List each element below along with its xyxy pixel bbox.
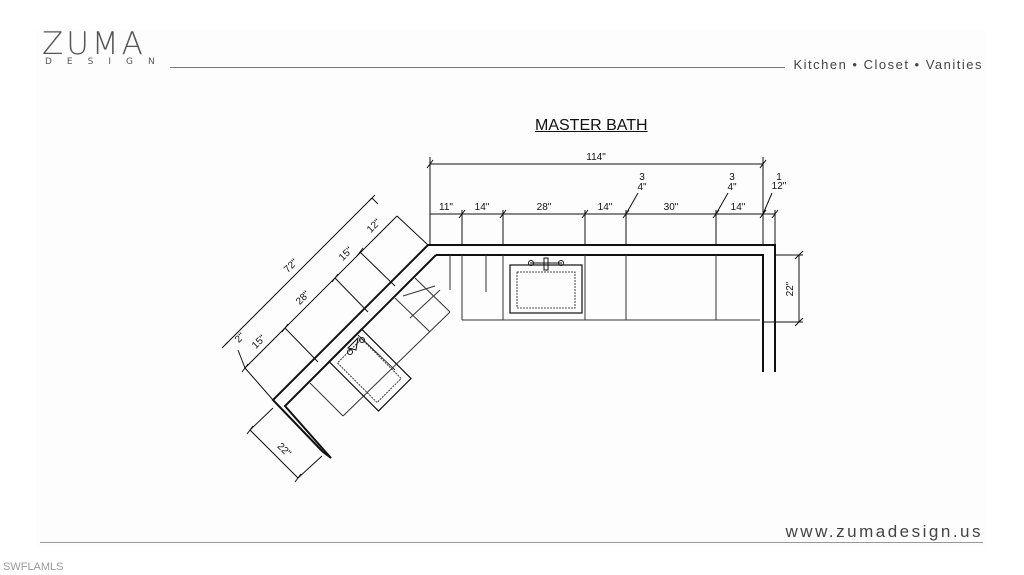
dim-overall-straight: 114" xyxy=(586,152,606,163)
angled-vanity xyxy=(271,244,451,459)
dim-straight-5: 30" xyxy=(664,202,679,213)
footer-rule xyxy=(40,542,983,543)
mls-watermark: SWFLAMLS xyxy=(3,561,64,573)
dim-fraction-1-denominator: 4" xyxy=(637,182,647,193)
dim-angled-4: 15" xyxy=(250,333,268,351)
dim-angled-5: 2" xyxy=(233,331,248,346)
dim-depth-straight: 22" xyxy=(785,281,796,296)
dim-straight-4: 14" xyxy=(598,202,613,213)
dim-fraction-1-numerator: 3 xyxy=(639,172,645,183)
dimension-labels-straight: 114" 11" 14" 28" 14" 3 4" 30" 3 4" 14" 1… xyxy=(439,152,796,296)
brand-logo-subtitle: DESIGN xyxy=(45,57,170,67)
dim-straight-6: 14" xyxy=(731,202,746,213)
website-url: www.zumadesign.us xyxy=(785,522,983,541)
sink-straight xyxy=(509,257,583,314)
dimension-lines-straight xyxy=(426,157,804,327)
dim-fraction-2-numerator: 3 xyxy=(729,172,735,183)
dim-straight-1: 11" xyxy=(439,202,453,213)
dim-fraction-2-denominator: 4" xyxy=(727,182,737,193)
drawing-sheet xyxy=(36,30,986,547)
drawing-title: MASTER BATH xyxy=(535,117,648,134)
header-rule xyxy=(170,67,785,68)
dim-fraction-3-numerator: 1 xyxy=(776,172,782,183)
dim-fraction-3-denominator: 12" xyxy=(772,181,787,192)
sink-angled xyxy=(328,328,412,412)
dim-straight-2: 14" xyxy=(475,202,490,213)
brand-logo: ZUMA xyxy=(42,26,146,62)
dimension-lines-angled xyxy=(221,194,429,483)
dim-angled-3: 28" xyxy=(294,289,312,307)
straight-vanity xyxy=(428,244,776,372)
dim-straight-3: 28" xyxy=(537,202,552,213)
brand-tagline: Kitchen • Closet • Vanities xyxy=(793,57,983,72)
